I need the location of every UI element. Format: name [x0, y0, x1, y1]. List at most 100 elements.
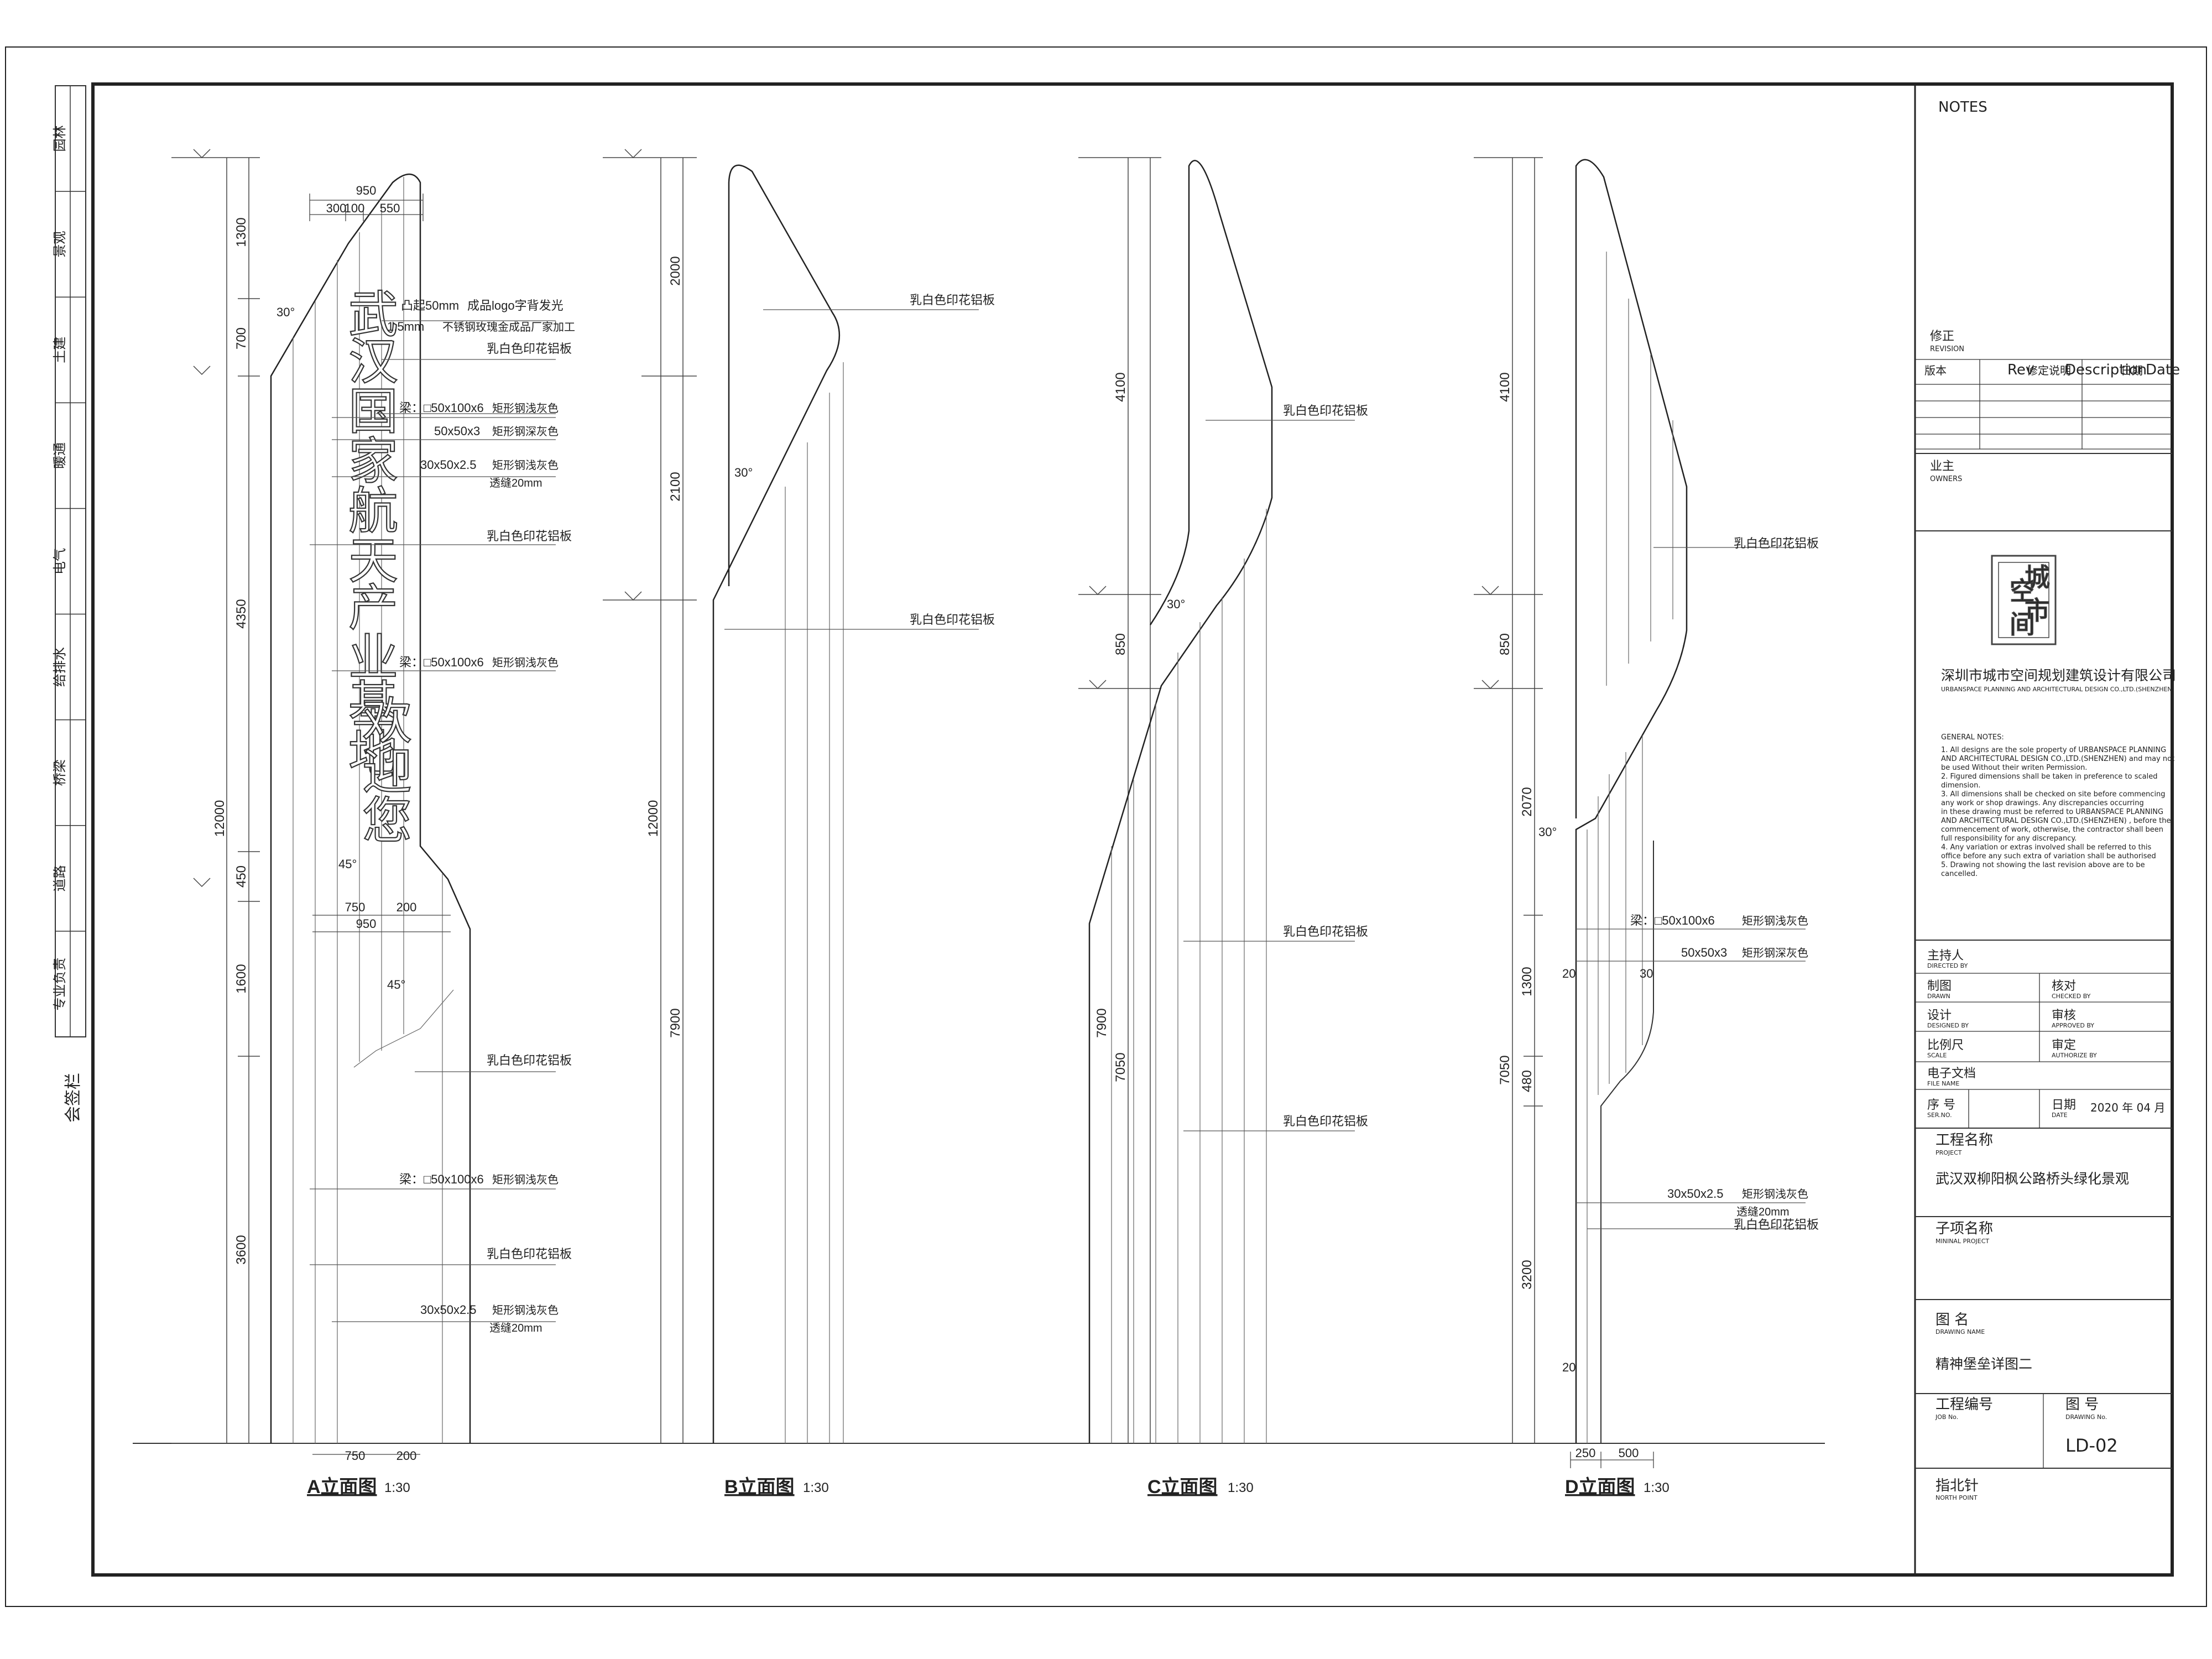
checked-label-en: CHECKED BY	[2052, 993, 2091, 1000]
discipline-label: 暖通	[53, 442, 67, 469]
general-note-line: 1. All designs are the sole property of …	[1941, 746, 2166, 754]
dim-d-7050: 7050	[1498, 1055, 1512, 1084]
date-label: 日期	[2052, 1098, 2076, 1112]
rev-col-revision: 修定说明	[2027, 364, 2071, 377]
dim-a-mid-200: 200	[397, 900, 417, 914]
approved-label: 审核	[2052, 1009, 2076, 1022]
sign-char: 武	[348, 286, 398, 344]
dim-d-small-a: 20	[1562, 967, 1575, 980]
seq-label-en: SER.NO.	[1927, 1112, 1952, 1119]
callout-a-tube2-1-note: 矩形钢浅灰色	[492, 459, 559, 472]
title-block: NOTES 修正 REVISION 版本 Rev 修定说明 Descriptio…	[1915, 99, 2180, 1501]
company-name: 深圳市城市空间规划建筑设计有限公司	[1941, 667, 2176, 684]
elevation-d-bottom-dims	[1570, 1452, 1654, 1468]
subproject-label-en: MININAL PROJECT	[1936, 1238, 1989, 1245]
north-point-label: 指北针	[1936, 1478, 1979, 1494]
elevation-a-scale: 1:30	[384, 1480, 410, 1495]
dim-d-small-b: 30	[1640, 967, 1653, 980]
dim-a-bottom-200: 200	[397, 1449, 417, 1463]
project-label: 工程名称	[1936, 1132, 1993, 1149]
dim-a-mid-950: 950	[356, 917, 377, 931]
elevation-a-mid-dims	[312, 915, 451, 1455]
callout-d-gap: 透缝20mm	[1736, 1206, 1790, 1218]
dim-a-1300: 1300	[234, 217, 249, 247]
callout-d-panel-1: 乳白色印花铝板	[1734, 536, 1819, 550]
elevation-b-dimensions	[603, 149, 697, 1443]
revision-label-en: REVISION	[1930, 345, 1964, 353]
dim-a-1600: 1600	[234, 964, 249, 993]
dim-d-850: 850	[1498, 633, 1512, 655]
callout-b-panel-1: 乳白色印花铝板	[910, 293, 995, 307]
rev-col-version: 版本	[1924, 364, 1947, 377]
elevation-d-leaders	[1576, 547, 1806, 1229]
subproject-label: 子项名称	[1936, 1220, 1993, 1237]
general-note-line: cancelled.	[1941, 870, 1978, 878]
sign-char: 家	[348, 432, 398, 491]
company-name-en: URBANSPACE PLANNING AND ARCHITECTURAL DE…	[1941, 686, 2174, 693]
general-note-line: 3. All dimensions shall be checked on si…	[1941, 790, 2166, 799]
dim-d-1300: 1300	[1520, 967, 1535, 996]
dim-d-480: 480	[1520, 1070, 1535, 1092]
callout-a-tube1: 50x50x3	[434, 424, 480, 438]
general-note-line: AND ARCHITECTURAL DESIGN CO.,LTD.(SHENZH…	[1941, 755, 2174, 763]
elevation-c-outline	[1088, 160, 1273, 1443]
general-note-line: any work or shop drawings. Any discrepan…	[1941, 799, 2144, 807]
callout-a-panel-2: 乳白色印花铝板	[487, 529, 572, 543]
angle-c-1: 30°	[1167, 597, 1185, 611]
elevation-c-title: C立面图	[1147, 1477, 1218, 1498]
file-label: 电子文档	[1927, 1067, 1976, 1081]
project-label-en: PROJECT	[1936, 1149, 1962, 1156]
rev-col-date: 日期	[2121, 364, 2143, 377]
checked-label: 核对	[2052, 979, 2076, 993]
sign-char: 航	[348, 482, 398, 540]
company-logo: 空 城 间 市	[1991, 555, 2057, 645]
elevation-d-fins	[1587, 252, 1673, 1443]
elevation-a-title: A立面图	[307, 1477, 377, 1498]
director-label-en: DIRECTED BY	[1927, 962, 1968, 969]
elevation-c-leaders	[1183, 420, 1355, 1131]
callout-a-beam-1: 梁：□50x100x6	[399, 401, 484, 415]
callout-d-tube1: 50x50x3	[1681, 946, 1727, 959]
callout-a-logo-raise: 凸起50mm	[401, 299, 459, 312]
dim-a-top-100: 100	[345, 201, 365, 215]
elevation-c-dimensions	[1078, 157, 1161, 1443]
angle-d-1: 30°	[1538, 825, 1557, 839]
callout-a-tube2-1: 30x50x2.5	[420, 458, 477, 472]
elevation-a-top-dims	[309, 194, 424, 221]
owners-label: 业主	[1930, 460, 1954, 473]
general-note-line: 5. Drawing not showing the last revision…	[1941, 861, 2145, 869]
callout-a-steel-note: 不锈钢玫瑰金成品厂家加工	[442, 321, 575, 333]
callout-a-tube2-2: 30x50x2.5	[420, 1303, 477, 1317]
sign-char: 基	[348, 676, 398, 734]
callout-d-tube2: 30x50x2.5	[1667, 1187, 1724, 1201]
personnel-grid	[1915, 973, 2172, 1468]
job-no-label: 工程编号	[1936, 1396, 1993, 1413]
revision-table	[1915, 359, 2172, 450]
general-note-line: be used Without their writen Permission.	[1941, 764, 2087, 772]
director-label: 主持人	[1927, 949, 1964, 963]
dim-b-2000: 2000	[668, 256, 683, 285]
callout-a-beam-1-note: 矩形钢浅灰色	[492, 402, 559, 415]
north-point-label-en: NORTH POINT	[1936, 1494, 1978, 1501]
dim-a-top-550: 550	[380, 201, 400, 215]
dim-d-2070: 2070	[1520, 787, 1535, 816]
sign-char: 您	[362, 792, 412, 850]
elevation-a-dimensions	[171, 149, 260, 1444]
dim-a-mid-750: 750	[345, 900, 366, 914]
drawn-label-en: DRAWN	[1927, 993, 1950, 1000]
dim-a-4350: 4350	[234, 599, 249, 628]
sign-char: 地	[348, 726, 398, 784]
callout-c-panel-2: 乳白色印花铝板	[1283, 925, 1368, 938]
dim-c-7050: 7050	[1113, 1052, 1128, 1082]
date-value: 2020 年 04 月	[2090, 1101, 2165, 1114]
sign-char: 天	[348, 532, 398, 590]
sign-char: 欢	[362, 692, 412, 750]
revision-label: 修正	[1930, 330, 1954, 343]
sign-char: 汉	[348, 333, 398, 391]
general-note-line: dimension.	[1941, 781, 1980, 790]
authorize-label: 审定	[2052, 1039, 2076, 1052]
elevation-d-dimensions	[1474, 157, 1543, 1443]
dim-d-bottom-500: 500	[1619, 1446, 1639, 1460]
callout-a-beam-3-note: 矩形钢浅灰色	[492, 1173, 559, 1186]
